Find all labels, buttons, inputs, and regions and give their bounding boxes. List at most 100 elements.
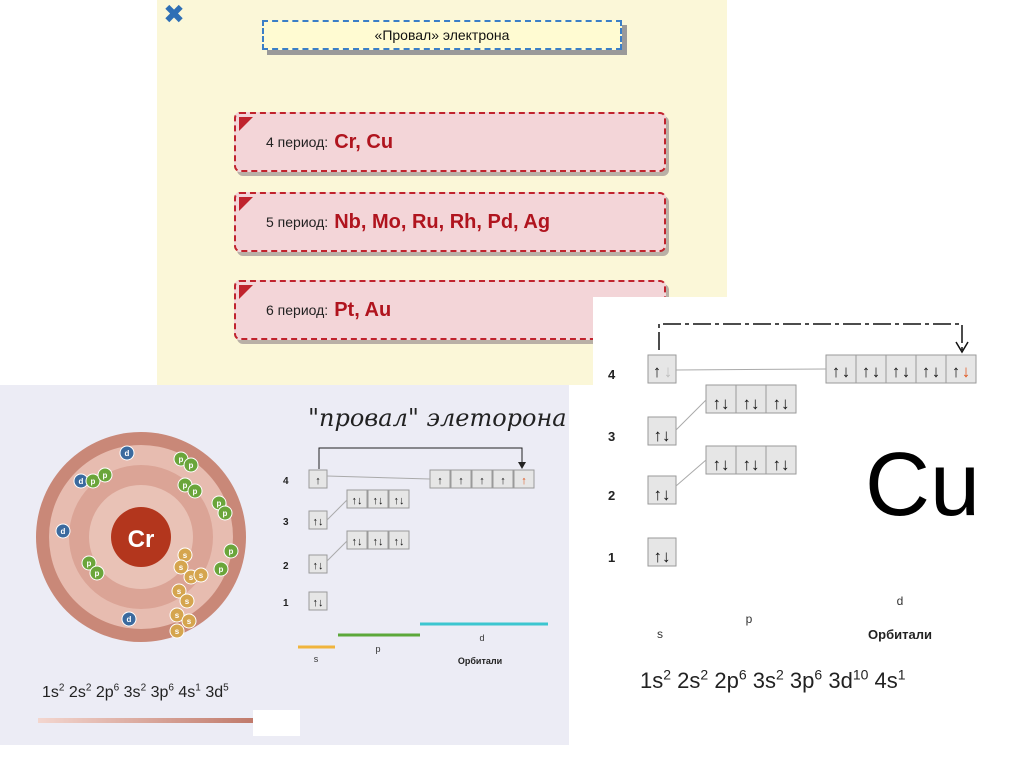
transfer-arrow [318,447,523,469]
orbital-cell [513,469,535,489]
level-label: 2 [283,561,289,572]
orbitals-axis-label: Орбитали [458,656,502,666]
connector-line [675,368,827,371]
config-exponent: 2 [700,667,709,683]
arrow-head [518,462,526,469]
orbital-arrows: ↑ [315,475,321,487]
orbital-arrows: ↓ [902,362,911,381]
electron-label: d [125,449,130,458]
connector-line [675,399,707,431]
s-label: s [657,627,663,641]
orbital-cell [765,445,797,475]
config-term: 2s2 [677,667,709,694]
cu-electron-configuration: 1s2 2s2 2p6 3s2 3p6 3d10 4s1 [640,667,906,694]
config-exponent: 6 [738,667,747,683]
orbital-cell [367,489,389,509]
orbital-cell [647,475,677,505]
orbital-cell [705,384,737,414]
electron-label: p [95,569,100,578]
electron-label: p [217,499,222,508]
config-exponent: 2 [85,683,92,694]
electron-p [85,473,101,489]
config-term: 3p6 [150,683,174,702]
level-label: 3 [283,517,289,528]
electron-label: p [103,471,108,480]
level-label: 2 [608,488,615,503]
atom-nucleus [111,507,171,567]
config-exponent: 2 [663,667,672,683]
electron-s [171,583,187,599]
electron-d [55,523,71,539]
electron-label: s [185,597,190,606]
orbital-cell [346,530,368,550]
orbital-arrows: ↑ [521,475,527,487]
orbital-cell [308,469,328,489]
orbital-arrows: ↑↓ [773,394,790,413]
orbital-arrows: ↓ [872,362,881,381]
level-label: 1 [608,550,615,565]
electron-label: s [177,587,182,596]
orbital-cell [647,354,677,384]
connector-line [326,499,348,521]
electron-p [183,457,199,473]
orbital-arrows: ↑↓ [313,560,324,572]
s-label: s [314,654,319,664]
config-exponent: 5 [223,683,229,694]
electron-label: p [87,559,92,568]
blank-tab [253,710,300,736]
orbital-arrows: ↑↓ [352,536,363,548]
config-exponent: 2 [140,683,147,694]
config-term: 2p6 [95,683,120,702]
electron-p [97,467,113,483]
corner-flag-icon [239,117,253,131]
orbital-cell [450,469,472,489]
orbital-arrows: ↑ [500,475,506,487]
config-exponent: 2 [776,667,784,683]
period-5-card[interactable]: 5 период: Nb, Mo, Ru, Rh, Pd, Ag [234,192,666,252]
electron-d [119,445,135,461]
electron-label: s [175,611,180,620]
close-x-icon[interactable]: ✖ [163,0,185,30]
electron-label: p [183,481,188,490]
config-term: 2p6 [714,667,747,694]
electron-label: p [193,487,198,496]
slide-title: «Провал» электрона [262,20,622,50]
orbital-arrows: ↑↓ [373,495,384,507]
connector-line [326,540,348,562]
period-label: 5 период: [266,214,329,230]
config-term: 3s2 [123,683,147,702]
orbital-arrows: ↑↓ [654,426,671,445]
period-label: 6 период: [266,302,329,318]
config-exponent: 6 [814,667,823,683]
p-label: p [746,612,753,626]
orbital-cell [308,554,328,574]
orbital-cell [647,537,677,567]
period-4-card[interactable]: 4 период: Cr, Cu [234,112,666,172]
orbital-arrows: ↑↓ [743,394,760,413]
config-exponent: 1 [195,683,201,694]
electron-d [121,611,137,627]
electron-p [89,565,105,581]
config-term: 3p6 [789,667,823,694]
level-label: 1 [283,598,289,609]
orbital-cell [647,416,677,446]
electron-label: d [61,527,66,536]
orbital-arrows: ↑↓ [352,495,363,507]
config-term: 2s2 [68,683,92,702]
orbital-cell [308,591,328,611]
config-term: 4s1 [874,667,906,694]
cr-electron-configuration: 1s2 2s2 2p6 3s2 3p6 4s1 3d5 [42,683,229,702]
electron-s [179,593,195,609]
config-term: 3d10 [828,667,869,694]
electron-p [81,555,97,571]
electron-label: p [219,565,224,574]
config-exponent: 2 [58,683,65,694]
electron-s [193,567,209,583]
orbital-cell [735,445,767,475]
orbital-arrows-faded: ↓ [664,362,673,381]
electron-label: d [79,477,84,486]
orbital-arrows: ↑↓ [313,516,324,528]
